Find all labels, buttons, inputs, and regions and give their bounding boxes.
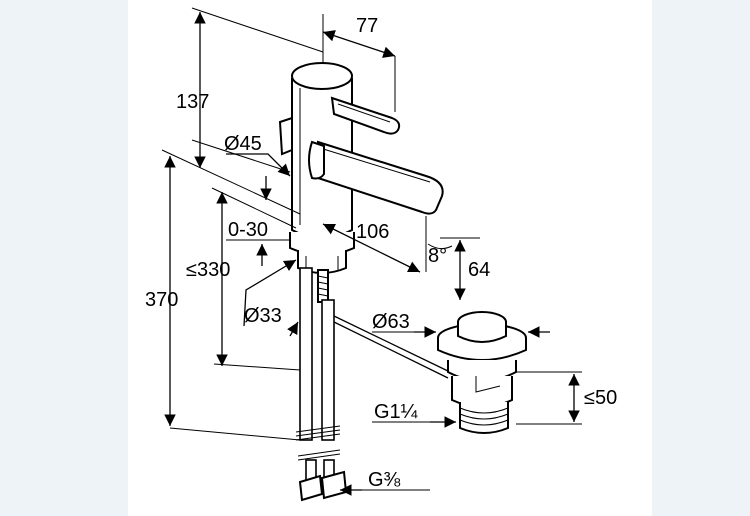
dim-370: 370	[145, 289, 178, 311]
thread-g-3-8: G⅜	[368, 469, 401, 491]
spout-collar	[308, 140, 325, 180]
dim-64: 64	[468, 259, 490, 281]
lever-highlight	[337, 103, 391, 123]
dim-33-leader	[243, 259, 297, 327]
stud-thread	[317, 275, 329, 297]
dim-137-ext-top	[191, 7, 324, 53]
dim-max-330: ≤330	[186, 259, 230, 281]
break-lines	[295, 425, 341, 441]
dim-0-30: 0-30	[228, 219, 268, 241]
dim-angle-8: 8°	[428, 245, 447, 267]
drain-outlet	[475, 376, 501, 393]
dim-137: 137	[176, 91, 209, 113]
dimension-annotations: 77 137 Ø45 0-30 106 8° 64 ≤330	[145, 7, 617, 496]
body-top	[291, 62, 353, 90]
dim-106-line	[322, 223, 421, 273]
hose-left	[299, 267, 313, 441]
popup-rod	[278, 116, 293, 156]
break-lines-lower	[297, 449, 341, 461]
dim-370-ext-bot	[169, 427, 301, 441]
dim-77: 77	[356, 15, 378, 37]
dim-330-ext-bot	[213, 363, 301, 371]
dim-max-50: ≤50	[584, 387, 617, 409]
dim-370-ext-top	[161, 149, 301, 215]
dim-45-leader	[226, 153, 291, 177]
dim-diameter-33: Ø33	[244, 305, 282, 327]
spout	[317, 140, 444, 215]
dim-diameter-63: Ø63	[372, 311, 410, 333]
hose-right	[321, 299, 335, 441]
dim-33-arrow	[287, 321, 299, 337]
lever-handle	[330, 96, 401, 135]
popup-linkage	[333, 315, 451, 373]
spout-edge	[319, 147, 431, 183]
faucet-body	[278, 14, 451, 502]
thread-g1-1-4: G1¼	[374, 401, 418, 423]
popup-linkage-2	[333, 321, 449, 379]
connector-nut-left	[298, 474, 324, 502]
drain-thread	[459, 402, 509, 434]
dim-77-line	[322, 30, 396, 58]
dim-8-arc	[427, 243, 453, 250]
drain-plug	[457, 322, 507, 343]
threaded-stud	[317, 269, 329, 303]
waste-drain	[437, 311, 527, 434]
dim-137-ext-bot	[191, 139, 291, 173]
dim-106: 106	[356, 221, 389, 243]
drain-thread-lines	[459, 407, 509, 426]
dim-diameter-45: Ø45	[224, 133, 262, 155]
